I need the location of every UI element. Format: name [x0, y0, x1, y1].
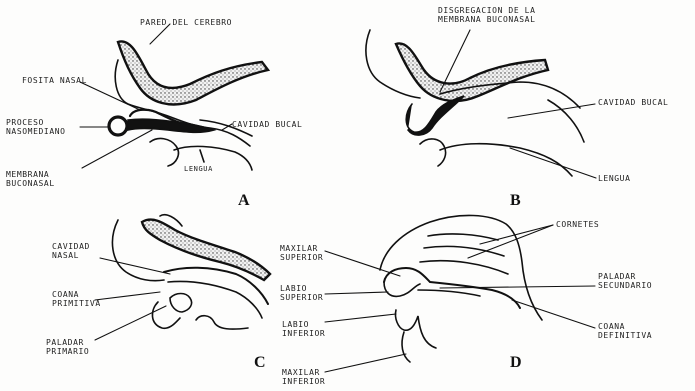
label-labio-superior-line2: SUPERIOR	[280, 293, 323, 302]
label-a-cavidad-bucal: CAVIDAD BUCAL	[232, 120, 302, 129]
label-proceso-line1: PROCESO	[6, 118, 44, 127]
panel-letter-b: B	[510, 192, 521, 210]
label-coana-definitiva-line1: COANA	[598, 322, 625, 331]
label-maxilar-inferior-line2: INFERIOR	[282, 377, 325, 386]
panel-a-drawing	[80, 24, 268, 170]
panel-letter-a: A	[238, 192, 250, 210]
panel-a-oronasal-membrane	[128, 119, 214, 132]
label-disgregacion-line2: MEMBRANA BUCONASAL	[438, 15, 536, 24]
label-labio-inferior-line1: LABIO	[282, 320, 309, 329]
label-proceso-line2: NASOMEDIANO	[6, 127, 66, 136]
panel-d-upper-lip	[384, 282, 420, 296]
label-paladar-secundario-line1: PALADAR	[598, 272, 636, 281]
label-membrana-line2: BUCONASAL	[6, 179, 55, 188]
label-membrana-line1: MEMBRANA	[6, 170, 49, 179]
panel-letter-d: D	[510, 354, 522, 372]
panel-b-tongue	[420, 139, 572, 176]
label-b-cavidad-bucal: CAVIDAD BUCAL	[598, 98, 668, 107]
label-b-lengua: LENGUA	[598, 174, 631, 183]
label-cavidad-nasal-line1: CAVIDAD	[52, 242, 90, 251]
label-disgregacion-line1: DISGREGACION DE LA	[438, 6, 536, 15]
label-cavidad-nasal-line2: NASAL	[52, 251, 79, 260]
panel-b-drawing	[366, 30, 596, 178]
label-pared-del-cerebro: PARED DEL CEREBRO	[140, 18, 232, 27]
label-labio-superior-line1: LABIO	[280, 284, 307, 293]
panel-b-brain-wall	[396, 43, 548, 101]
label-maxilar-superior-line1: MAXILAR	[280, 244, 318, 253]
label-paladar-secundario-line2: SECUNDARIO	[598, 281, 652, 290]
panel-c-drawing	[95, 215, 270, 340]
label-coana-primitiva-line1: COANA	[52, 290, 79, 299]
panel-a-nasomedian-process	[109, 117, 127, 135]
panel-c-brain-wall	[142, 220, 270, 280]
label-coana-definitiva-line2: DEFINITIVA	[598, 331, 652, 340]
label-labio-inferior-line2: INFERIOR	[282, 329, 325, 338]
label-fosita-nasal: FOSITA NASAL	[22, 76, 87, 85]
panel-d-drawing	[325, 215, 595, 372]
panel-a-brain-wall	[118, 41, 268, 104]
panel-c-primary-palate	[170, 294, 192, 313]
label-a-lengua: LENGUA	[184, 165, 213, 174]
label-maxilar-inferior-line1: MAXILAR	[282, 368, 320, 377]
label-paladar-primario-line2: PRIMARIO	[46, 347, 89, 356]
panel-letter-c: C	[254, 354, 266, 372]
label-paladar-primario-line1: PALADAR	[46, 338, 84, 347]
label-maxilar-superior-line2: SUPERIOR	[280, 253, 323, 262]
label-cornetes: CORNETES	[556, 220, 599, 229]
panel-b-membrane-remnant	[406, 96, 464, 135]
label-coana-primitiva-line2: PRIMITIVA	[52, 299, 101, 308]
